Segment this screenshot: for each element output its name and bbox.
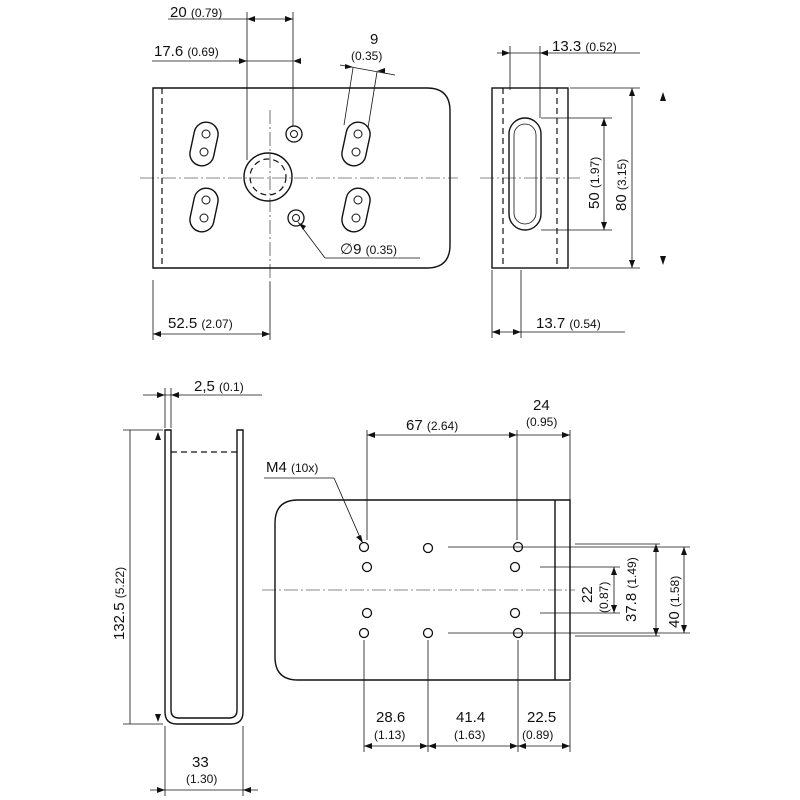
- dim-22-label: 22: [579, 586, 596, 603]
- dim-17-6-label: 17.6 (0.69): [154, 43, 219, 60]
- dim-33-label: 33: [192, 754, 209, 771]
- m4-hole-group: [358, 541, 524, 639]
- m4-label: M4 (10x): [266, 459, 318, 476]
- small-hole-top: [285, 125, 303, 143]
- slot-side: [508, 117, 542, 231]
- dim-22-5-sublabel: (0.89): [522, 728, 553, 742]
- dim-33-sublabel: (1.30): [186, 772, 217, 786]
- center-hole: [243, 152, 293, 202]
- dim-2-5-label: 2,5 (0.1): [194, 378, 244, 395]
- section-arrow-icon: [660, 256, 666, 265]
- plate-view: M4 (10x) 67 (2.64) 24 (0.95) 22 (0.87) 3…: [262, 397, 690, 752]
- dim-52-5-label: 52.5 (2.07): [168, 315, 233, 332]
- dim-40-label: 40 (1.58): [666, 576, 683, 628]
- dim-80-label: 80 (3.15): [613, 159, 630, 211]
- slot-top-left: [189, 121, 219, 167]
- dim-20-label: 20 (0.79): [170, 4, 222, 21]
- dim-9-label: 9: [370, 31, 378, 48]
- dim-28-6-label: 28.6: [376, 709, 405, 726]
- dim-22-5-label: 22.5: [527, 709, 556, 726]
- dim-132-5-label: 132.5 (5.22): [111, 567, 128, 640]
- hole-diameter-label: ∅9 (0.35): [340, 241, 397, 258]
- dim-41-4-label: 41.4: [456, 709, 485, 726]
- dim-13-7-label: 13.7 (0.54): [536, 315, 601, 332]
- slot-bottom-right: [341, 187, 371, 233]
- slot-bottom-left: [189, 187, 219, 233]
- dim-22-sublabel: (0.87): [597, 582, 611, 613]
- top-view: 20 (0.79) 17.6 (0.69) 9 (0.35) ∅9 (0.35)…: [140, 4, 458, 340]
- slot-top-right: [341, 121, 371, 167]
- dim-9-sublabel: (0.35): [351, 49, 382, 63]
- small-hole-bottom: [287, 209, 305, 227]
- u-profile-view: 2,5 (0.1) 132.5 (5.22) 33 (1.30): [111, 378, 262, 796]
- dim-67-label: 67 (2.64): [406, 417, 458, 434]
- dim-37-8-label: 37.8 (1.49): [623, 557, 640, 622]
- side-view: 13.3 (0.52) 50 (1.97) 80 (3.15) 13.7 (0.…: [480, 38, 666, 338]
- dim-24-label: 24: [533, 397, 550, 414]
- section-arrow-icon: [660, 92, 666, 101]
- dim-41-4-sublabel: (1.63): [454, 728, 485, 742]
- dim-28-6-sublabel: (1.13): [374, 728, 405, 742]
- dim-24-sublabel: (0.95): [526, 415, 557, 429]
- dim-50-label: 50 (1.97): [586, 157, 603, 209]
- dim-13-3-label: 13.3 (0.52): [552, 38, 617, 55]
